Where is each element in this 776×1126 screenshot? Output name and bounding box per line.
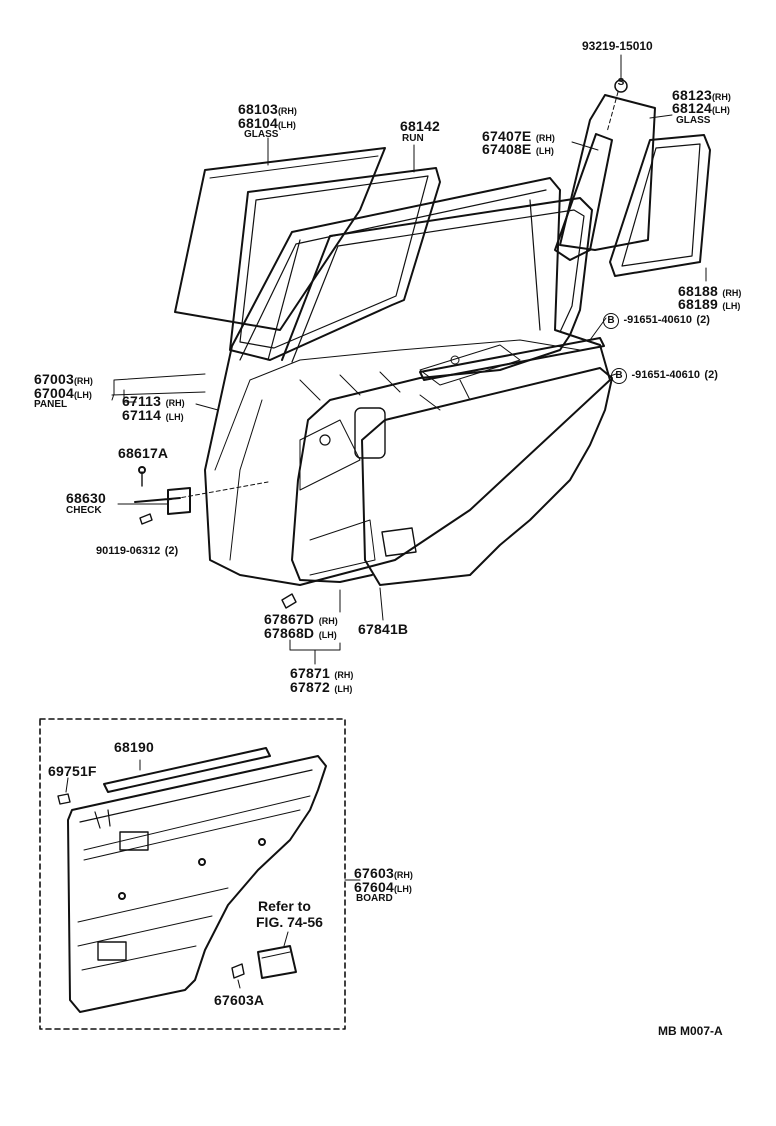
part-68103: 68103(RH) <box>238 101 297 117</box>
door-check[interactable] <box>134 487 191 515</box>
part-67408E: 67408E (LH) <box>482 141 554 157</box>
part-68189: 68189 (LH) <box>678 296 741 312</box>
part-67004-name: PANEL <box>34 399 68 410</box>
regulator-rail[interactable] <box>419 337 605 381</box>
part-67003: 67003(RH) <box>34 371 93 387</box>
trim-board-box <box>39 718 346 1030</box>
part-67004: 67004(LH) <box>34 385 92 401</box>
part-68630: 68630 <box>66 490 106 506</box>
part-67113: 67113 (RH) <box>122 393 185 409</box>
refer-line-1: Refer to <box>258 898 311 914</box>
part-69751F: 69751F <box>48 763 97 779</box>
part-68124: 68124(LH) <box>672 100 730 116</box>
part-68142: 68142 <box>400 118 440 134</box>
part-67407E: 67407E (RH) <box>482 128 555 144</box>
part-67867D: 67867D (RH) <box>264 611 338 627</box>
armrest-molding[interactable] <box>103 747 271 793</box>
part-68617A: 68617A <box>118 445 169 461</box>
part-68104: 68104(LH) <box>238 115 296 131</box>
trim-board[interactable] <box>67 755 327 1013</box>
part-67872: 67872 (LH) <box>290 679 353 695</box>
figure-code: MB M007-A <box>658 1024 723 1038</box>
part-68188: 68188 (RH) <box>678 283 742 299</box>
part-68630-name: CHECK <box>66 505 102 516</box>
bolt-symbol: B <box>611 368 627 384</box>
door-panel[interactable] <box>204 177 611 586</box>
door-glass[interactable] <box>174 147 386 331</box>
part-91651-lower: B -91651-40610 (2) <box>611 366 718 384</box>
part-68104-name: GLASS <box>244 129 279 140</box>
part-93219: 93219-15010 <box>582 39 653 53</box>
part-68142-name: RUN <box>402 133 424 144</box>
part-67871: 67871 (RH) <box>290 665 354 681</box>
part-67604: 67604(LH) <box>354 879 412 895</box>
part-67841B: 67841B <box>358 621 409 637</box>
refer-line-2[interactable]: FIG. 74-56 <box>256 914 323 930</box>
service-hole-cover[interactable] <box>361 367 613 586</box>
part-67604-name: BOARD <box>356 893 393 904</box>
part-90119: 90119-06312 (2) <box>96 545 179 557</box>
part-91651-upper: B -91651-40610 (2) <box>603 311 710 329</box>
inner-handle[interactable] <box>257 945 297 979</box>
screw-symbol-label: S <box>617 77 625 88</box>
quarter-glass[interactable] <box>559 94 656 251</box>
part-67603: 67603(RH) <box>354 865 413 881</box>
glass-run[interactable] <box>229 167 441 361</box>
bolt-symbol: B <box>603 313 619 329</box>
part-68190: 68190 <box>114 739 154 755</box>
part-67868D: 67868D (LH) <box>264 625 337 641</box>
division-bar[interactable] <box>554 133 613 261</box>
quarter-weatherstrip[interactable] <box>609 134 711 277</box>
part-68123: 68123(RH) <box>672 87 731 103</box>
part-67114: 67114 (LH) <box>122 407 184 423</box>
part-68124-name: GLASS <box>676 115 711 126</box>
part-67603A: 67603A <box>214 992 265 1008</box>
